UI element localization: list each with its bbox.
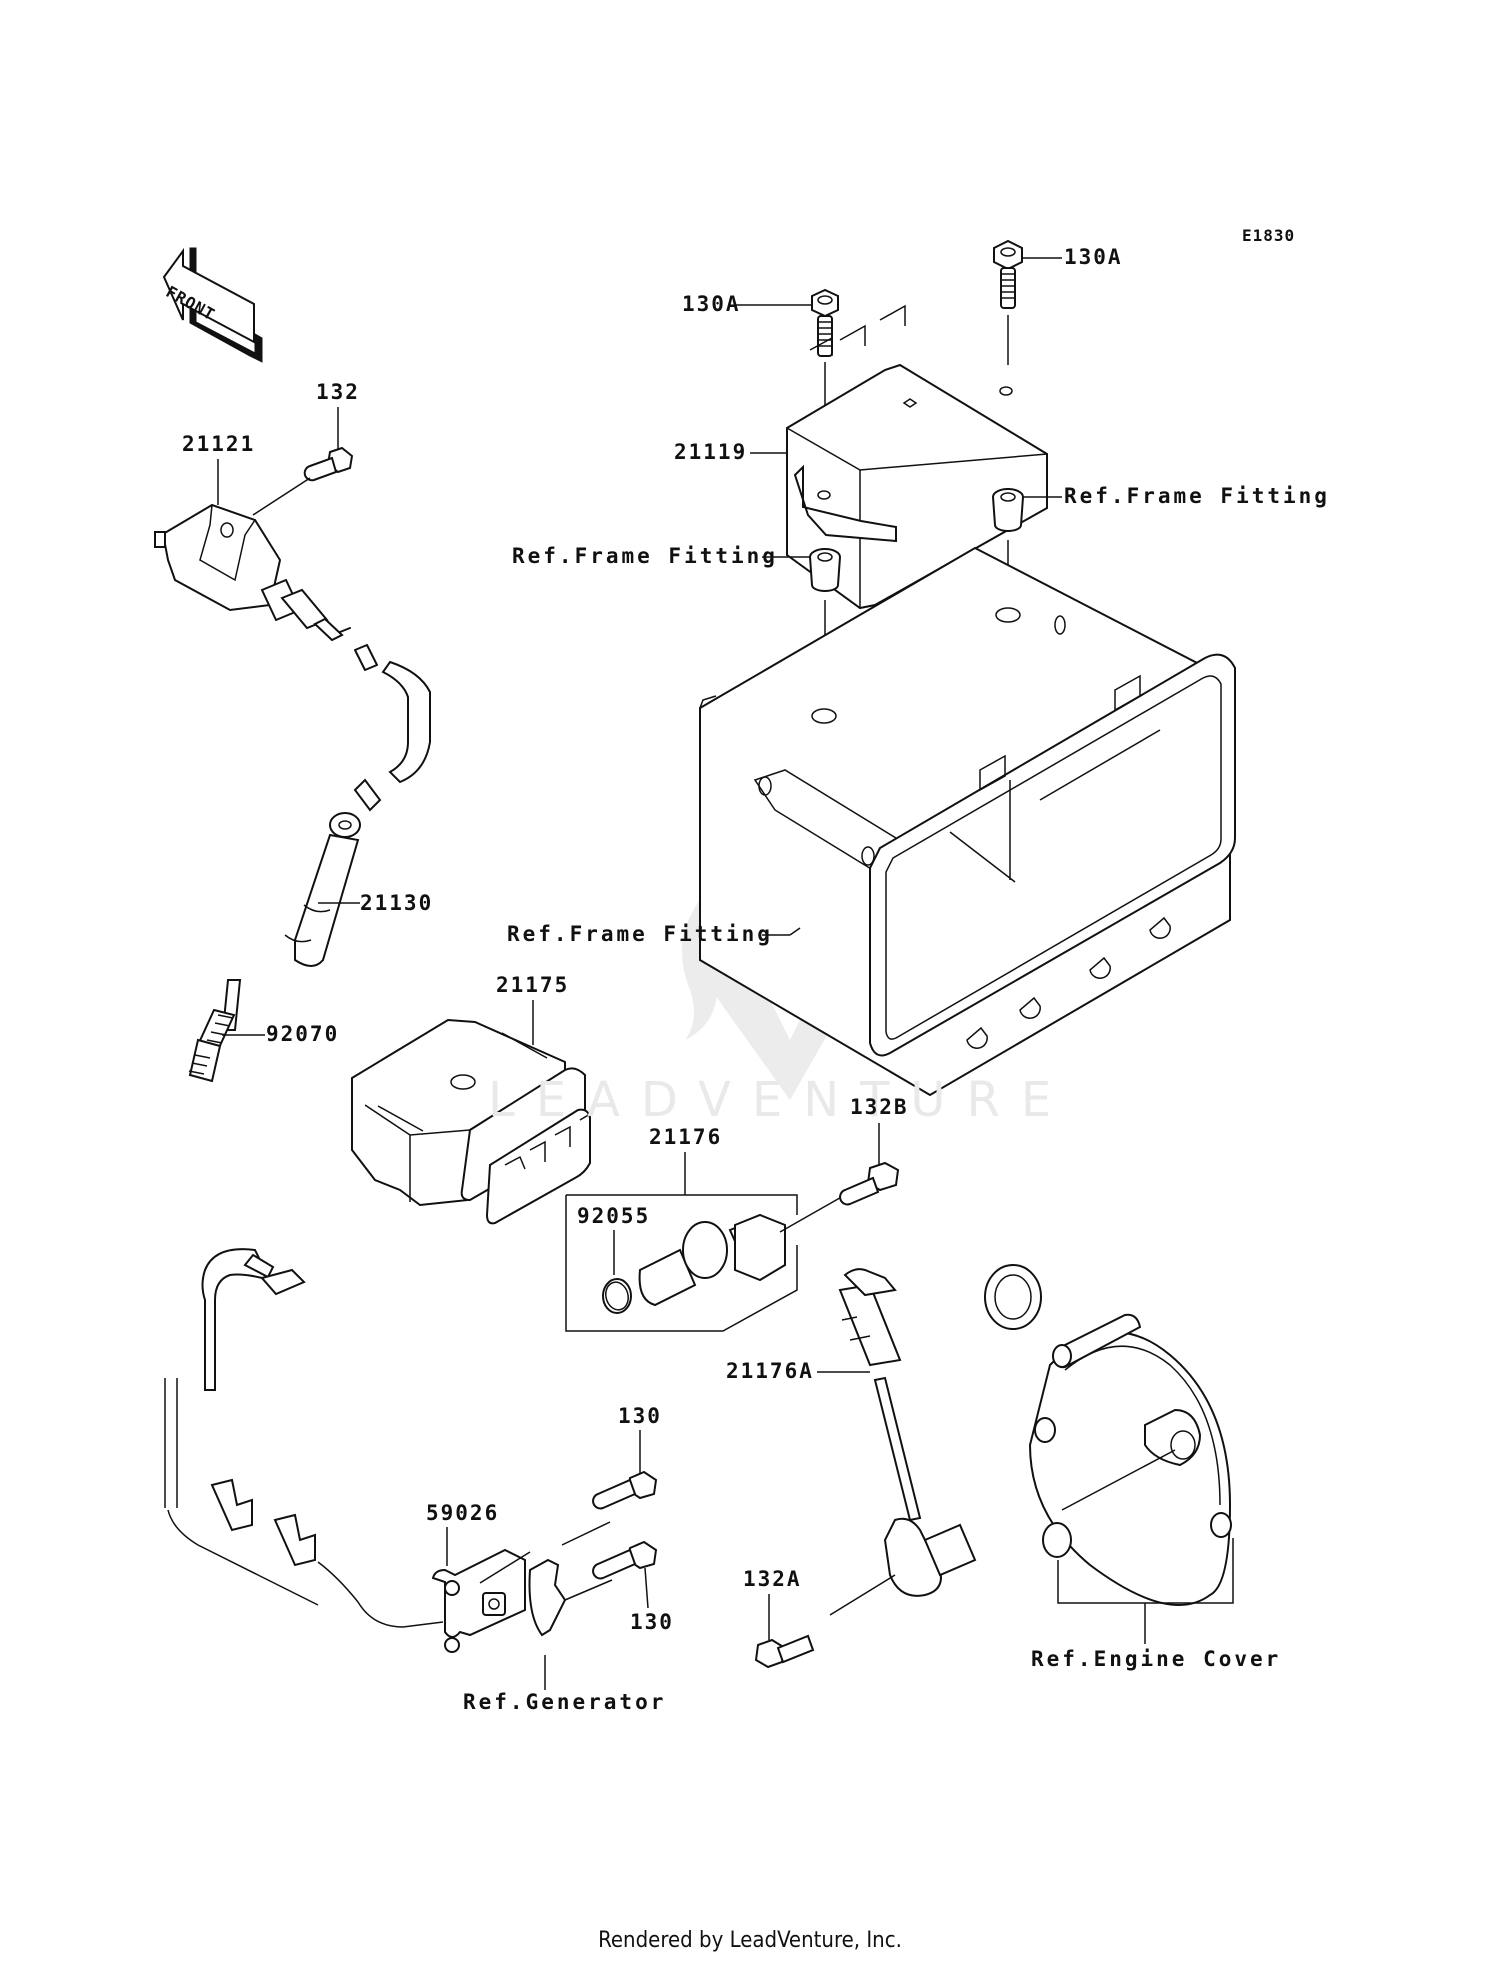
regulator-21119	[750, 304, 1048, 610]
frame-box	[699, 546, 1236, 1097]
callout-ref-frame-fitting-box[interactable]: Ref.Frame Fitting	[507, 922, 773, 946]
callout-21119[interactable]: 21119	[674, 440, 748, 464]
callout-ref-engine-cover[interactable]: Ref.Engine Cover	[1031, 1647, 1282, 1671]
callout-21121[interactable]: 21121	[182, 432, 256, 456]
sensor-kit-21176-bracket	[565, 1152, 846, 1332]
callout-21130[interactable]: 21130	[360, 891, 434, 915]
callout-59026[interactable]: 59026	[426, 1501, 500, 1525]
bolt-132b	[839, 1123, 900, 1206]
callout-130a-right[interactable]: 130A	[1064, 245, 1123, 269]
callout-132a[interactable]: 132A	[743, 1567, 802, 1591]
callout-130a-left[interactable]: 130A	[682, 292, 741, 316]
callout-21176a[interactable]: 21176A	[726, 1359, 814, 1383]
footer-credit: Rendered by LeadVenture, Inc.	[598, 1928, 902, 1953]
callout-132b[interactable]: 132B	[850, 1095, 909, 1119]
ignition-coil-21121	[154, 459, 431, 784]
watermark-text: LEADVENTURE	[488, 1072, 1073, 1128]
callout-ref-frame-fitting-right[interactable]: Ref.Frame Fitting	[1064, 484, 1330, 508]
spark-plug-92070	[188, 979, 265, 1083]
grommet-right	[991, 488, 1062, 532]
callout-ref-frame-fitting-left[interactable]: Ref.Frame Fitting	[512, 544, 778, 568]
engine-cover	[984, 1264, 1234, 1644]
bolt-130-upper	[592, 1430, 658, 1510]
callout-130-lower[interactable]: 130	[630, 1610, 674, 1634]
bolt-132a	[754, 1594, 815, 1669]
diagram-code: E1830	[1242, 226, 1296, 245]
sensor-21176a	[817, 1268, 977, 1616]
front-arrow-icon	[162, 247, 263, 363]
callout-92070[interactable]: 92070	[266, 1022, 340, 1046]
spark-plug-cap-21130	[284, 778, 382, 967]
callout-21176[interactable]: 21176	[649, 1125, 723, 1149]
callout-ref-generator[interactable]: Ref.Generator	[463, 1690, 667, 1714]
callout-92055[interactable]: 92055	[577, 1204, 651, 1228]
bolt-130a-left	[735, 288, 839, 560]
bolt-130a-right	[993, 239, 1062, 615]
callout-130-upper[interactable]: 130	[618, 1404, 662, 1428]
cdi-unit-21175	[351, 1000, 591, 1225]
bolt-130-lower	[592, 1540, 658, 1609]
pickup-coil-59026	[164, 1248, 613, 1690]
callout-21175[interactable]: 21175	[496, 973, 570, 997]
callout-132[interactable]: 132	[316, 380, 360, 404]
bolt-132	[252, 407, 354, 516]
